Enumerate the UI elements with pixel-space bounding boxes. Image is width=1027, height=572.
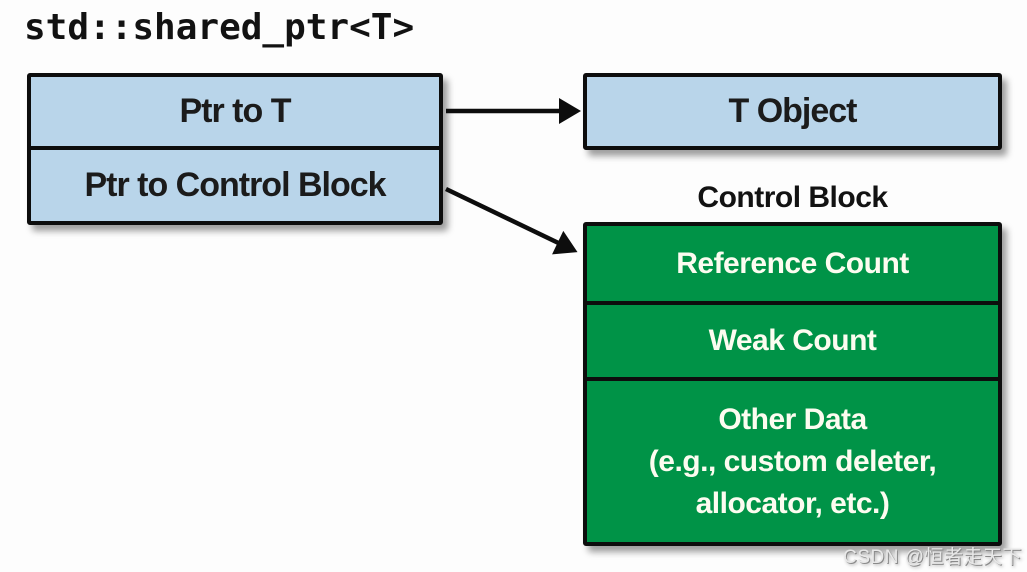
control-block-box: Reference Count Weak Count Other Data (e… [583, 222, 1002, 546]
ptr-to-control-block-cell: Ptr to Control Block [31, 146, 439, 221]
control-block-heading: Control Block [697, 181, 888, 214]
t-object-label: T Object [728, 92, 857, 130]
ptr-to-control-block-label: Ptr to Control Block [84, 166, 386, 204]
weak-count-label: Weak Count [708, 324, 877, 357]
shared-ptr-box: Ptr to T Ptr to Control Block [27, 73, 443, 225]
other-data-line: allocator, etc.) [695, 486, 890, 520]
ptr-to-t-cell: Ptr to T [31, 77, 439, 146]
diagram-title: std::shared_ptr<T> [24, 7, 415, 48]
ptr-to-control-block-arrow [445, 186, 578, 255]
ptr-to-t-label: Ptr to T [179, 92, 292, 130]
other-data-line: Other Data [718, 402, 867, 436]
reference-count-label: Reference Count [676, 246, 909, 280]
weak-count-cell: Weak Count [587, 301, 998, 377]
reference-count-cell: Reference Count [587, 226, 998, 301]
csdn-watermark: CSDN @恒者走天下 [843, 547, 1022, 568]
other-data-cell: Other Data (e.g., custom deleter, alloca… [587, 377, 998, 542]
other-data-line: (e.g., custom deleter, [648, 444, 937, 478]
t-object-box: T Object [583, 73, 1002, 150]
